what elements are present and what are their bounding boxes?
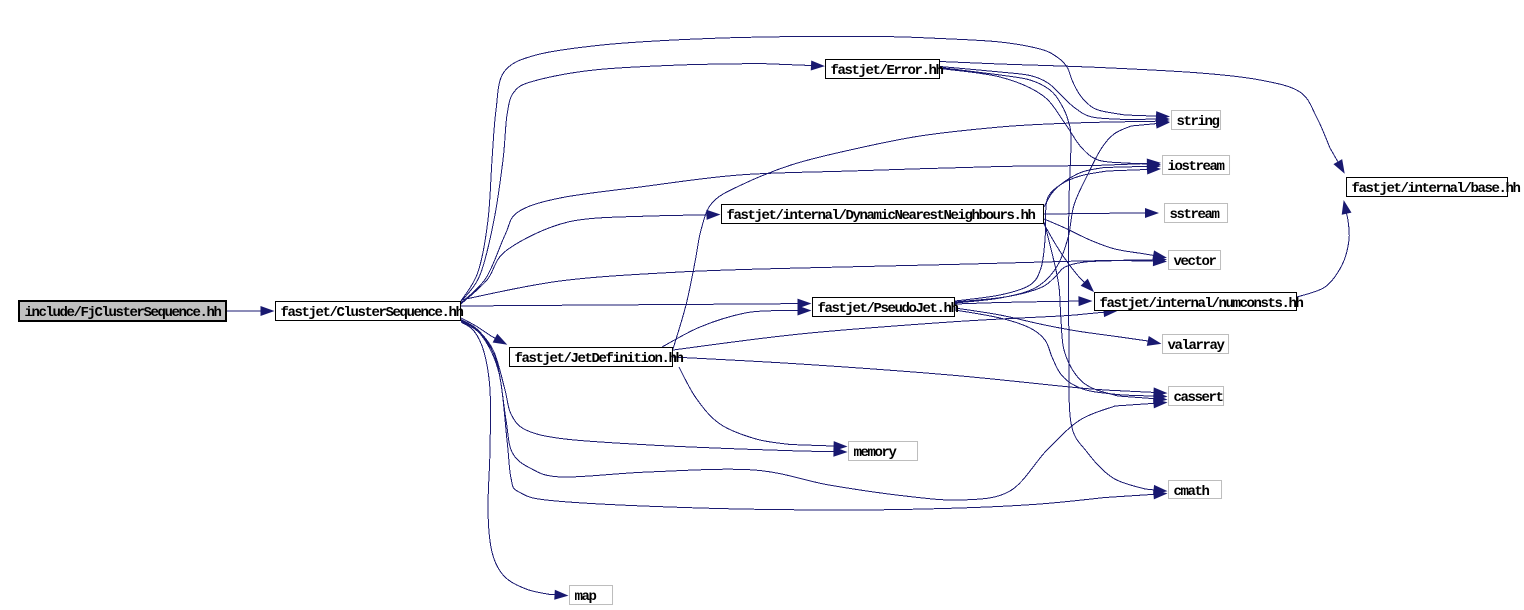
svg-text:iostream: iostream	[1168, 159, 1225, 175]
svg-text:valarray: valarray	[1168, 338, 1226, 354]
svg-text:memory: memory	[854, 445, 898, 461]
svg-text:sstream: sstream	[1170, 207, 1220, 223]
svg-text:fastjet/PseudoJet.hh: fastjet/PseudoJet.hh	[818, 301, 959, 317]
svg-text:vector: vector	[1174, 254, 1217, 270]
svg-text:include/FjClusterSequence.hh: include/FjClusterSequence.hh	[25, 305, 222, 321]
svg-text:fastjet/internal/DynamicNeares: fastjet/internal/DynamicNearestNeighbour…	[727, 208, 1036, 224]
svg-text:cmath: cmath	[1174, 484, 1210, 500]
svg-text:fastjet/Error.hh: fastjet/Error.hh	[831, 63, 944, 79]
svg-text:fastjet/JetDefinition.hh: fastjet/JetDefinition.hh	[515, 351, 684, 367]
svg-text:fastjet/internal/numconsts.hh: fastjet/internal/numconsts.hh	[1100, 296, 1304, 312]
svg-text:fastjet/ClusterSequence.hh: fastjet/ClusterSequence.hh	[281, 305, 464, 321]
svg-text:fastjet/internal/base.hh: fastjet/internal/base.hh	[1352, 181, 1521, 197]
svg-text:map: map	[575, 589, 597, 605]
svg-text:cassert: cassert	[1174, 390, 1224, 406]
svg-text:string: string	[1177, 114, 1220, 130]
